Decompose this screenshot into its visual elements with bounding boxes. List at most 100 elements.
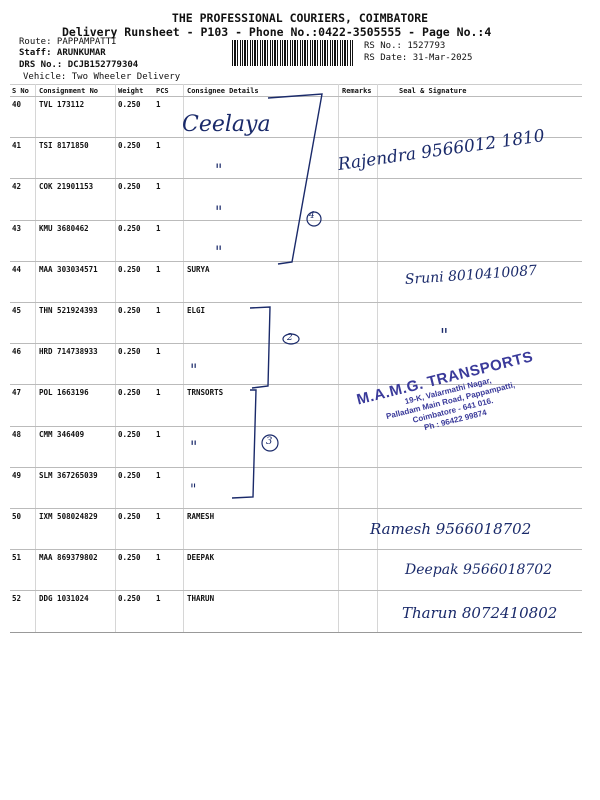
cell-pcs: 1	[156, 264, 161, 274]
row-divider	[10, 425, 582, 427]
cell-pcs: 1	[156, 141, 161, 151]
row-divider	[10, 137, 582, 139]
cell-pcs: 1	[156, 223, 161, 233]
col-remarks: Remarks	[342, 87, 372, 95]
cell-wt: 0.250	[118, 594, 141, 604]
cell-cn: IXM 508024829	[39, 512, 98, 521]
row-divider	[10, 549, 582, 551]
col-seal-signature: Seal & Signature	[399, 87, 467, 95]
col-pcs: PCS	[156, 87, 169, 95]
route: Route: PAPPAMPATTI	[19, 37, 117, 47]
signature-4: Deepak 9566018702	[405, 562, 553, 578]
cell-consignee: ELGI	[187, 306, 206, 315]
vehicle: Vehicle: Two Wheeler Delivery	[23, 72, 181, 82]
cell-cn: POL 1663196	[39, 388, 89, 398]
group-count-3: 3	[266, 436, 273, 447]
row-divider	[10, 302, 582, 303]
col-consignee: Consignee Details	[187, 87, 259, 95]
seal-scribble: "	[440, 325, 449, 346]
cell-wt: 0.250	[118, 264, 141, 274]
col-sno: S No	[12, 87, 29, 95]
cell-consignee: DEEPAK	[187, 553, 215, 563]
cell-pcs: 1	[156, 594, 161, 604]
col-consignment: Consignment No	[39, 87, 99, 95]
group-count-1: 4	[309, 211, 315, 221]
cell-pcs: 1	[156, 429, 161, 439]
signature-3: Ramesh 9566018702	[370, 520, 532, 538]
runsheet-table: S No Consignment No Weight PCS Consignee…	[10, 84, 582, 634]
col-weight: Weight	[118, 87, 144, 95]
cell-wt: 0.250	[118, 347, 141, 357]
cell-sno: 46	[12, 347, 22, 357]
cell-sno: 40	[12, 100, 22, 109]
ditto-mark: "	[190, 437, 198, 456]
rs-number: RS No.: 1527793	[364, 41, 446, 51]
cell-wt: 0.250	[118, 100, 141, 109]
barcode	[232, 40, 354, 66]
cell-sno: 49	[12, 470, 22, 480]
cell-wt: 0.250	[118, 388, 141, 398]
cell-sno: 41	[12, 141, 22, 151]
cell-pcs: 1	[156, 553, 161, 563]
cell-cn: SLM 367265039	[39, 470, 98, 480]
row-divider	[10, 508, 582, 509]
cell-pcs: 1	[156, 512, 161, 521]
cell-consignee: TRNSORTS	[187, 388, 224, 398]
cell-pcs: 1	[156, 388, 161, 398]
cell-sno: 48	[12, 429, 22, 439]
handwritten-name-row40: Ceelaya	[182, 112, 271, 137]
drs-number: DRS No.: DCJB152779304	[19, 60, 139, 70]
cell-cn: COK 21901153	[39, 182, 94, 192]
cell-wt: 0.250	[118, 223, 141, 233]
cell-cn: KMU 3680462	[39, 223, 89, 233]
cell-cn: THN 521924393	[39, 306, 98, 315]
cell-consignee: SURYA	[187, 264, 210, 274]
cell-cn: TSI 8171850	[39, 141, 89, 151]
row-divider	[10, 343, 582, 345]
cell-cn: MAA 869379802	[39, 553, 98, 563]
cell-pcs: 1	[156, 306, 161, 315]
cell-pcs: 1	[156, 470, 161, 480]
cell-sno: 44	[12, 264, 22, 274]
signature-5: Tharun 8072410802	[402, 604, 558, 622]
cell-pcs: 1	[156, 182, 161, 192]
cell-cn: TVL 173112	[39, 100, 85, 109]
cell-sno: 45	[12, 306, 22, 315]
cell-wt: 0.250	[118, 306, 141, 315]
cell-wt: 0.250	[118, 141, 141, 151]
runsheet-subtitle: Delivery Runsheet - P103 - Phone No.:042…	[62, 25, 492, 39]
cell-sno: 50	[12, 512, 22, 521]
row-divider	[10, 219, 582, 221]
cell-pcs: 1	[156, 347, 161, 357]
ditto-mark: "	[190, 482, 197, 498]
row-divider	[10, 384, 582, 386]
table-bottom-border	[10, 631, 582, 633]
company-title: THE PROFESSIONAL COURIERS, COIMBATORE	[171, 11, 429, 25]
cell-consignee: THARUN	[187, 594, 215, 604]
ditto-mark: "	[215, 242, 223, 261]
cell-sno: 47	[12, 388, 22, 398]
cell-consignee: RAMESH	[187, 512, 215, 521]
ditto-mark: "	[215, 160, 223, 179]
staff: Staff: ARUNKUMAR	[19, 48, 106, 58]
row-divider	[10, 178, 582, 180]
row-divider	[10, 466, 582, 468]
row-divider	[10, 590, 582, 592]
cell-cn: MAA 303034571	[39, 264, 98, 274]
cell-cn: HRD 714738933	[39, 347, 98, 357]
cell-pcs: 1	[156, 100, 161, 109]
cell-cn: CMM 346409	[39, 429, 85, 439]
group-count-2: 2	[287, 333, 293, 343]
cell-wt: 0.250	[118, 182, 141, 192]
ditto-mark: "	[190, 360, 198, 379]
cell-sno: 43	[12, 223, 22, 233]
cell-wt: 0.250	[118, 553, 141, 563]
cell-cn: DDG 1031024	[39, 594, 89, 604]
row-divider	[10, 260, 582, 262]
cell-sno: 52	[12, 594, 22, 604]
cell-sno: 51	[12, 553, 22, 563]
ditto-mark: "	[215, 202, 223, 221]
cell-sno: 42	[12, 182, 22, 192]
cell-wt: 0.250	[118, 512, 141, 521]
rs-date: RS Date: 31-Mar-2025	[364, 53, 473, 63]
